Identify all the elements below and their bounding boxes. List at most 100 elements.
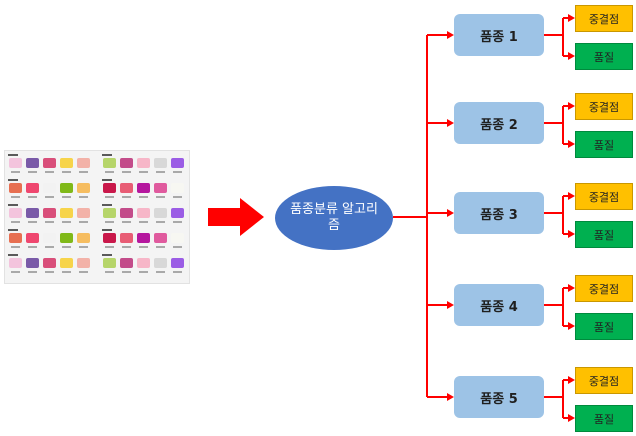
flower-thumbnail: [103, 158, 116, 168]
thumbnail-caption-mark: [79, 196, 88, 198]
flower-thumbnail: [43, 233, 56, 243]
flower-thumbnail: [154, 258, 167, 268]
variety-classification-algorithm: 품종분류 알고리즘: [275, 186, 393, 250]
thumbnail-caption-mark: [79, 221, 88, 223]
flower-thumbnail: [60, 158, 73, 168]
flower-thumbnail: [120, 233, 133, 243]
quality-arrowhead: [568, 140, 575, 148]
flower-thumbnail: [60, 233, 73, 243]
thumbnail-caption-mark: [139, 271, 148, 273]
variety-arrowhead: [447, 301, 454, 309]
thumbnail-caption-mark: [139, 246, 148, 248]
quality-arrowhead: [568, 230, 575, 238]
defect-count-label: 중결점: [588, 12, 620, 26]
flower-thumbnail: [171, 158, 184, 168]
row-label-mark: [102, 179, 112, 181]
flower-thumbnail: [154, 233, 167, 243]
row-label-mark: [102, 229, 112, 231]
flower-thumbnail: [120, 183, 133, 193]
flower-thumbnail: [171, 208, 184, 218]
flower-thumbnail: [137, 233, 150, 243]
flower-thumbnail: [26, 158, 39, 168]
thumbnail-caption-mark: [45, 246, 54, 248]
thumbnail-caption-mark: [105, 171, 114, 173]
row-label-mark: [8, 154, 18, 156]
thumbnail-caption-mark: [11, 171, 20, 173]
flower-thumbnail: [9, 208, 22, 218]
defect-count-label: 중결점: [588, 282, 620, 296]
defect-count-tag: 중결점: [575, 93, 633, 120]
variety-box-2: 품종 2: [454, 102, 544, 144]
quality-tag: 품질: [575, 43, 633, 70]
row-label-mark: [8, 204, 18, 206]
row-label-mark: [102, 254, 112, 256]
flower-thumbnail: [171, 183, 184, 193]
thumbnail-caption-mark: [62, 221, 71, 223]
defect-count-label: 중결점: [588, 190, 620, 204]
quality-tag: 품질: [575, 405, 633, 432]
flower-image-collection: [4, 150, 190, 284]
flower-thumbnail: [9, 158, 22, 168]
quality-label: 품질: [593, 412, 615, 426]
thumbnail-caption-mark: [62, 171, 71, 173]
thumbnail-caption-mark: [122, 221, 131, 223]
row-label-mark: [102, 204, 112, 206]
flower-thumbnail: [120, 158, 133, 168]
thumbnail-caption-mark: [28, 171, 37, 173]
thumbnail-caption-mark: [156, 246, 165, 248]
thumbnail-caption-mark: [105, 196, 114, 198]
thumbnail-caption-mark: [79, 246, 88, 248]
flower-thumbnail: [77, 258, 90, 268]
defect-count-tag: 중결점: [575, 183, 633, 210]
flower-thumbnail: [26, 258, 39, 268]
thumbnail-caption-mark: [156, 171, 165, 173]
variety-arrowhead: [447, 393, 454, 401]
thumbnail-caption-mark: [139, 196, 148, 198]
thumbnail-caption-mark: [62, 196, 71, 198]
flower-thumbnail: [43, 183, 56, 193]
defect-count-tag: 중결점: [575, 5, 633, 32]
flower-thumbnail: [154, 158, 167, 168]
quality-tag: 품질: [575, 221, 633, 248]
thumbnail-caption-mark: [11, 246, 20, 248]
flower-thumbnail: [137, 158, 150, 168]
thumbnail-caption-mark: [28, 196, 37, 198]
thumbnail-caption-mark: [173, 196, 182, 198]
thumbnail-caption-mark: [122, 246, 131, 248]
quality-tag: 품질: [575, 131, 633, 158]
flower-thumbnail: [171, 233, 184, 243]
thumbnail-caption-mark: [105, 221, 114, 223]
quality-label: 품질: [593, 228, 615, 242]
flower-thumbnail: [154, 183, 167, 193]
flower-thumbnail: [43, 258, 56, 268]
thumbnail-caption-mark: [139, 171, 148, 173]
flower-thumbnail: [77, 158, 90, 168]
flower-thumbnail: [43, 158, 56, 168]
defect-count-label: 중결점: [588, 374, 620, 388]
thumbnail-caption-mark: [173, 271, 182, 273]
thumbnail-caption-mark: [105, 246, 114, 248]
quality-label: 품질: [593, 138, 615, 152]
flower-thumbnail: [60, 258, 73, 268]
flower-image-panel-right: [101, 153, 189, 281]
thumbnail-caption-mark: [79, 271, 88, 273]
variety-arrowhead: [447, 209, 454, 217]
thumbnail-caption-mark: [45, 171, 54, 173]
flower-thumbnail: [77, 233, 90, 243]
defect-arrowhead: [568, 284, 575, 292]
row-label-mark: [102, 154, 112, 156]
thumbnail-caption-mark: [45, 221, 54, 223]
flower-thumbnail: [137, 258, 150, 268]
thumbnail-caption-mark: [156, 196, 165, 198]
thumbnail-caption-mark: [28, 246, 37, 248]
row-label-mark: [8, 179, 18, 181]
variety-label: 품종 3: [480, 207, 518, 223]
quality-arrowhead: [568, 322, 575, 330]
quality-tag: 품질: [575, 313, 633, 340]
variety-box-4: 품종 4: [454, 284, 544, 326]
flower-thumbnail: [9, 233, 22, 243]
flower-thumbnail: [26, 208, 39, 218]
flower-image-panel-left: [7, 153, 95, 281]
variety-arrowhead: [447, 31, 454, 39]
